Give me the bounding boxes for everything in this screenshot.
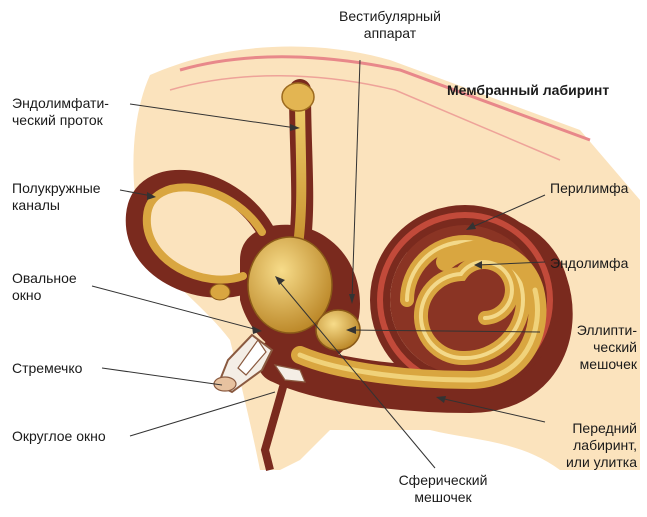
label-perilymph: Перилимфа <box>550 180 640 197</box>
label-semicircular-canals: Полукружные каналы <box>12 180 132 214</box>
label-round-window: Округлое окно <box>12 428 142 445</box>
label-vestibular-apparatus: Вестибулярный аппарат <box>330 8 450 42</box>
label-endolymphatic-duct: Эндолимфати- ческий проток <box>12 95 142 129</box>
label-oval-window: Овальное окно <box>12 270 112 304</box>
label-utricle: Эллипти- ческий мешочек <box>545 322 637 373</box>
label-stapes: Стремечко <box>12 360 112 377</box>
label-cochlea: Передний лабиринт, или улитка <box>540 420 637 471</box>
diagram-title: Мембранный лабиринт <box>447 82 609 98</box>
label-endolymph: Эндолимфа <box>550 255 640 272</box>
label-saccule: Сферический мешочек <box>378 472 508 506</box>
